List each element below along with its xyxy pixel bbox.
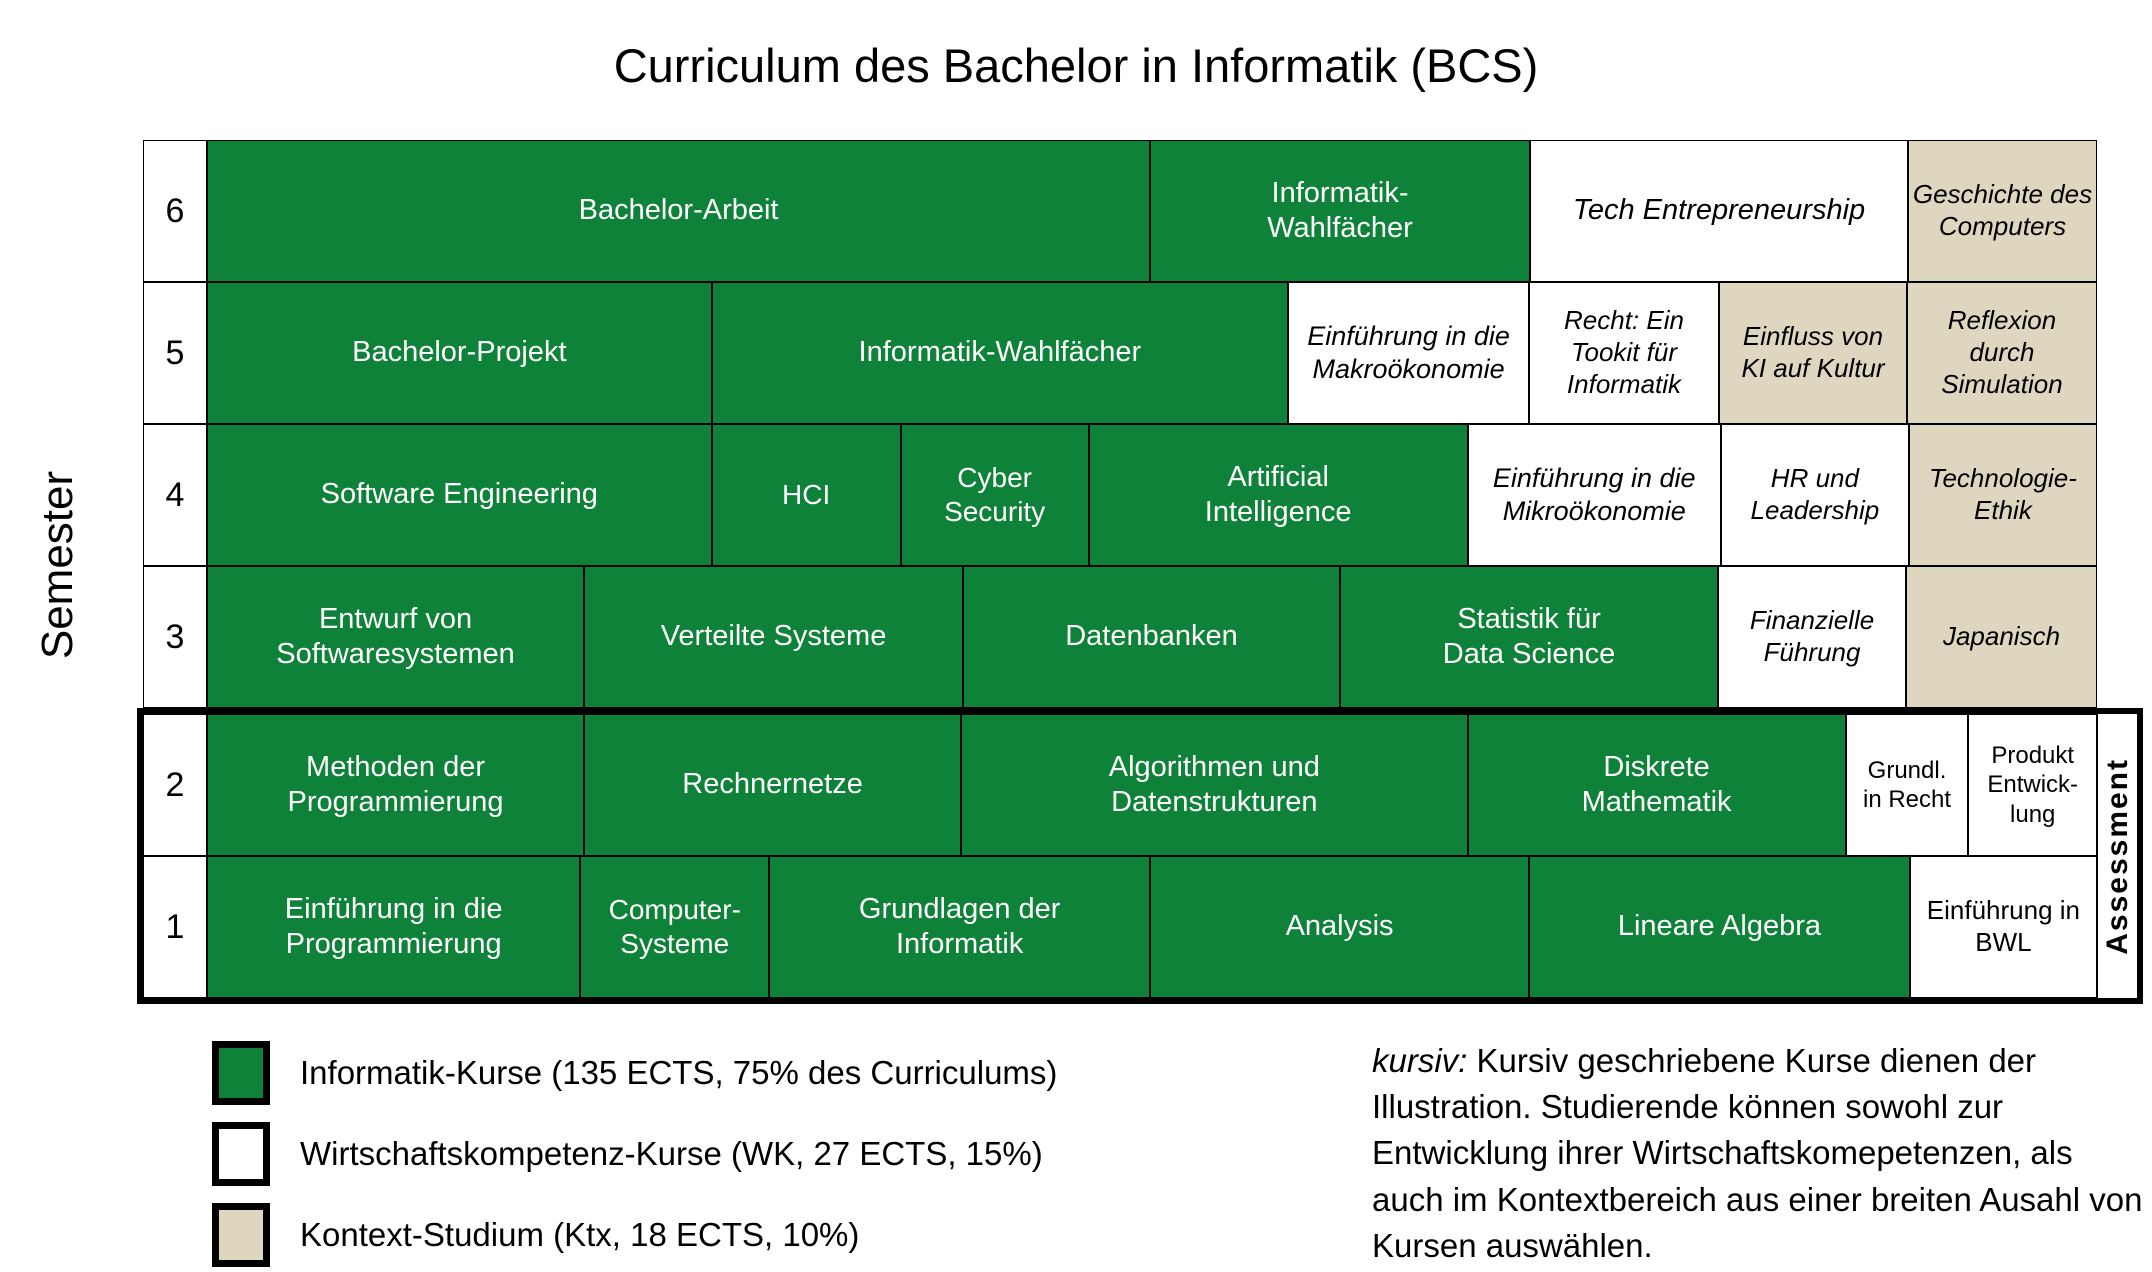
course-cell: Informatik-Wahlfächer — [711, 282, 1289, 424]
assessment-column: Assessment — [2097, 714, 2137, 998]
course-cell: Tech Entrepreneurship — [1529, 140, 1908, 282]
note-body: Kursiv geschriebene Kurse dienen der Ill… — [1372, 1042, 2143, 1264]
semester-number: 2 — [143, 714, 207, 856]
course-cell: Artificial Intelligence — [1088, 424, 1468, 566]
course-cell: Entwurf von Softwaresystemen — [207, 566, 585, 708]
course-cell: Produkt Entwick- lung — [1968, 714, 2097, 856]
course-cell: Reflexion durch Simulation — [1907, 282, 2097, 424]
legend-item: Informatik-Kurse (135 ECTS, 75% des Curr… — [212, 1041, 1058, 1105]
legend-label: Informatik-Kurse (135 ECTS, 75% des Curr… — [300, 1054, 1058, 1091]
course-cell: Datenbanken — [962, 566, 1341, 708]
course-cell: HCI — [711, 424, 901, 566]
course-cell: Geschichte des Computers — [1907, 140, 2097, 282]
course-cell: Technologie- Ethik — [1908, 424, 2097, 566]
course-cell: Algorithmen und Datenstrukturen — [961, 714, 1468, 856]
course-cell: Rechnernetze — [584, 714, 962, 856]
legend-item: Kontext-Studium (Ktx, 18 ECTS, 10%) — [212, 1203, 1057, 1267]
legend-item: Wirtschaftskompetenz-Kurse (WK, 27 ECTS,… — [212, 1122, 1057, 1186]
course-cell: Finanzielle Führung — [1718, 566, 1907, 708]
course-cell: Methoden der Programmierung — [207, 714, 585, 856]
legend-swatch-informatik — [212, 1041, 270, 1105]
semester-axis-label: Semester — [33, 470, 82, 660]
legend: Informatik-Kurse (135 ECTS, 75% des Curr… — [212, 1041, 1058, 1267]
assessment-label: Assessment — [2100, 757, 2134, 955]
course-cell: HR und Leadership — [1720, 424, 1909, 566]
legend-label: Kontext-Studium (Ktx, 18 ECTS, 10%) — [300, 1216, 860, 1253]
course-cell: Diskrete Mathematik — [1467, 714, 1846, 856]
course-cell: Informatik- Wahlfächer — [1150, 140, 1530, 282]
semester-number: 4 — [143, 424, 207, 566]
course-cell: Statistik für Data Science — [1340, 566, 1719, 708]
course-cell: Grundlagen der Informatik — [769, 856, 1151, 998]
semester-number: 5 — [143, 282, 207, 424]
legend-swatch-ktx — [212, 1203, 270, 1267]
page-title: Curriculum des Bachelor in Informatik (B… — [613, 39, 1539, 92]
course-cell: Einführung in BWL — [1909, 856, 2097, 998]
course-cell: Einfluss von KI auf Kultur — [1718, 282, 1908, 424]
course-cell: Recht: Ein Tookit für Informatik — [1529, 282, 1719, 424]
note-paragraph: kursiv: Kursiv geschriebene Kurse dienen… — [1372, 1038, 2152, 1269]
course-cell: Grundl. in Recht — [1845, 714, 1969, 856]
note-prefix: kursiv: — [1372, 1042, 1468, 1079]
course-cell: Bachelor-Arbeit — [207, 140, 1151, 282]
course-cell: Einführung in die Mikroökonomie — [1467, 424, 1721, 566]
legend-swatch-wk — [212, 1122, 270, 1186]
course-cell: Computer- Systeme — [580, 856, 770, 998]
course-cell: Verteilte Systeme — [584, 566, 963, 708]
semester-number: 3 — [143, 566, 207, 708]
course-cell: Einführung in die Programmierung — [207, 856, 581, 998]
course-cell: Bachelor-Projekt — [207, 282, 712, 424]
course-cell: Analysis — [1150, 856, 1530, 998]
course-cell: Cyber Security — [900, 424, 1089, 566]
course-cell: Software Engineering — [207, 424, 712, 566]
course-cell: Lineare Algebra — [1529, 856, 1910, 998]
legend-label: Wirtschaftskompetenz-Kurse (WK, 27 ECTS,… — [300, 1135, 1043, 1172]
course-cell: Einführung in die Makroökonomie — [1288, 282, 1530, 424]
course-cell: Japanisch — [1906, 566, 2097, 708]
semester-number: 1 — [143, 856, 207, 998]
semester-number: 6 — [143, 140, 207, 282]
